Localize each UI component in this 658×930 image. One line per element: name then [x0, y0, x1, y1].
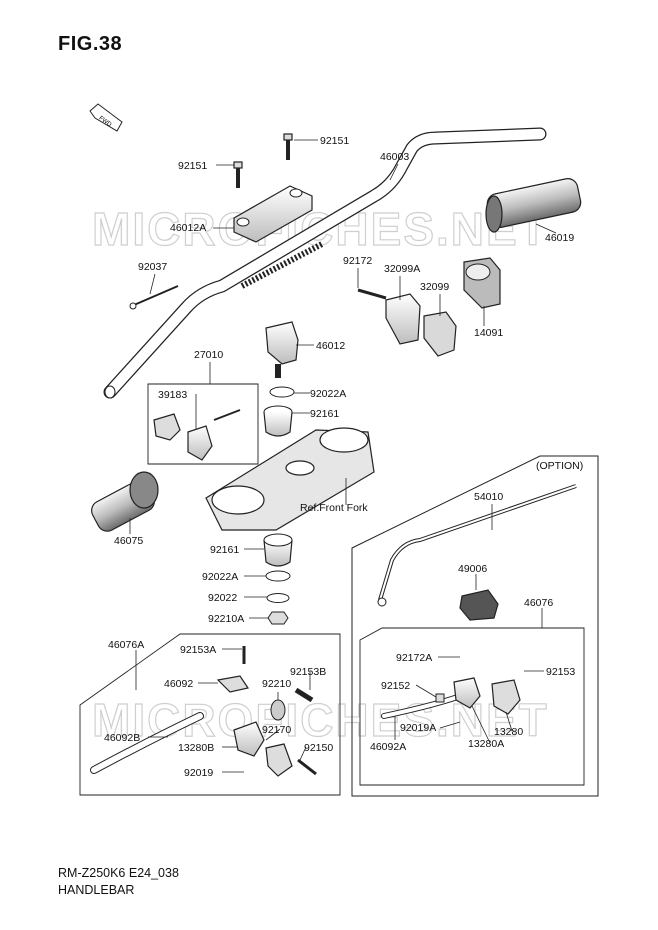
- callout-54010: 54010: [474, 491, 503, 503]
- callout-46012: 46012: [316, 340, 345, 352]
- callout-92153b: 92153B: [290, 666, 326, 678]
- lower-clamp-46012: [265, 321, 299, 378]
- callout-labels: 92151 92151 46003 46012A 46019 92037 921…: [104, 135, 583, 779]
- callout-92161-top: 92161: [310, 408, 339, 420]
- bolt-92151-right: [283, 133, 293, 160]
- left-grip-46075: [91, 471, 159, 532]
- damper-92161-bottom: [263, 533, 293, 567]
- upper-clamp-46012a: [233, 185, 313, 243]
- washer-92022a-bottom: [265, 570, 291, 582]
- pin-92037: [129, 285, 179, 310]
- callout-92150: 92150: [304, 742, 333, 754]
- figure-title: FIG.38: [58, 33, 123, 55]
- callout-92022: 92022: [208, 592, 237, 604]
- callout-46076: 46076: [524, 597, 553, 609]
- callout-46092a: 46092A: [370, 741, 406, 753]
- switch-frame: [147, 383, 259, 465]
- callout-92019: 92019: [184, 767, 213, 779]
- callout-92172a: 92172A: [396, 652, 432, 664]
- callout-13280: 13280: [494, 726, 523, 738]
- callout-46092b: 46092B: [104, 732, 140, 744]
- callout-92152: 92152: [381, 680, 410, 692]
- callout-27010: 27010: [194, 349, 223, 361]
- callout-92022a-top: 92022A: [310, 388, 346, 400]
- callout-46019: 46019: [545, 232, 574, 244]
- damper-92161-top: [263, 405, 293, 437]
- triple-clamp: [205, 427, 375, 531]
- callout-92210: 92210: [262, 678, 291, 690]
- option-frame: [351, 455, 599, 797]
- callout-92172: 92172: [343, 255, 372, 267]
- right-grip-46019: [485, 178, 582, 233]
- clutch-lever-frame: [79, 633, 341, 796]
- callout-46003: 46003: [380, 151, 409, 163]
- callout-92151-right: 92151: [320, 135, 349, 147]
- callout-92161-bottom: 92161: [210, 544, 239, 556]
- callout-13280a: 13280A: [468, 738, 504, 750]
- section-name: HANDLEBAR: [58, 883, 135, 897]
- callout-92151-left: 92151: [178, 160, 207, 172]
- callout-92210a: 92210A: [208, 613, 244, 625]
- hot-start-lever-49006: [459, 589, 499, 621]
- clutch-lever-assembly: [90, 646, 317, 777]
- washer-92022a-top: [269, 386, 295, 398]
- callout-13280b: 13280B: [178, 742, 214, 754]
- callout-46012a: 46012A: [170, 222, 206, 234]
- nut-92210a: [267, 611, 289, 625]
- callout-92022a-bottom: 92022A: [202, 571, 238, 583]
- ref-front-fork: Ref.Front Fork: [300, 502, 368, 514]
- callout-46076a: 46076A: [108, 639, 144, 651]
- callout-46075: 46075: [114, 535, 143, 547]
- option-lever-frame: [359, 627, 585, 786]
- leader-lines: [129, 139, 557, 773]
- callout-92153: 92153: [546, 666, 575, 678]
- engine-stop-switch-39183: [153, 409, 241, 461]
- clutch-cable-54010: [377, 484, 577, 607]
- callout-49006: 49006: [458, 563, 487, 575]
- callout-32099a: 32099A: [384, 263, 420, 275]
- callout-39183: 39183: [158, 389, 187, 401]
- option-lever-assembly: [381, 677, 521, 719]
- bolt-92151-left: [233, 161, 243, 188]
- option-label: (OPTION): [536, 460, 583, 472]
- model-code: RM-Z250K6 E24_038: [58, 866, 179, 880]
- handlebar-46003: [103, 127, 547, 399]
- callout-92019a: 92019A: [400, 722, 436, 734]
- callout-32099: 32099: [420, 281, 449, 293]
- washer-92022: [266, 593, 290, 603]
- callout-92170: 92170: [262, 724, 291, 736]
- callout-46092: 46092: [164, 678, 193, 690]
- callout-92037: 92037: [138, 261, 167, 273]
- fwd-arrow-icon: FWD: [89, 103, 123, 132]
- throttle-body: [357, 257, 501, 357]
- callout-14091: 14091: [474, 327, 503, 339]
- callout-92153a: 92153A: [180, 644, 216, 656]
